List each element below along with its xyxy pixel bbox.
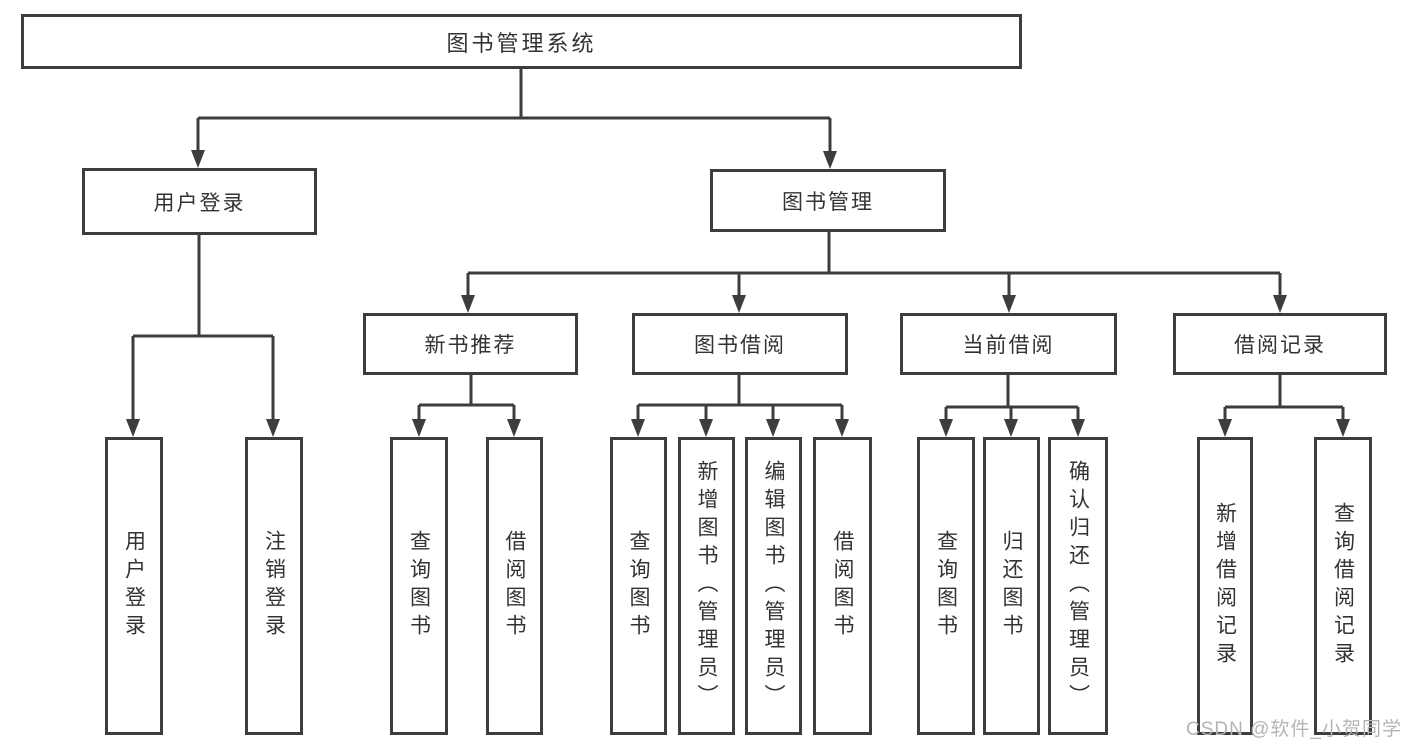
node-borrow-record: 借阅记录 xyxy=(1173,313,1387,375)
node-book-mgmt: 图书管理 xyxy=(710,169,946,232)
connector-current-borrow-to-children xyxy=(939,375,1085,437)
node-label: 新增图书（管理员） xyxy=(695,460,718,712)
node-label: 确认归还（管理员） xyxy=(1066,460,1090,712)
connector-new-book-to-children xyxy=(412,375,521,437)
node-current-borrow-child-1: 归还图书 xyxy=(983,437,1040,735)
arrowhead xyxy=(699,419,713,437)
arrowhead xyxy=(461,295,475,313)
node-book-borrow-child-0: 查询图书 xyxy=(610,437,667,735)
node-label: 借阅图书 xyxy=(503,530,526,642)
connector-book-mgmt-to-level3 xyxy=(461,232,1287,313)
arrowhead xyxy=(1002,295,1016,313)
node-borrow-record-child-0: 新增借阅记录 xyxy=(1197,437,1253,735)
watermark: CSDN @软件_小贺同学 xyxy=(1186,719,1402,740)
node-current-borrow-label: 当前借阅 xyxy=(962,334,1055,357)
node-new-book-label: 新书推荐 xyxy=(424,334,517,357)
node-root-label: 图书管理系统 xyxy=(446,30,597,56)
arrowhead xyxy=(939,419,953,437)
node-user-login-child-1: 注销登录 xyxy=(245,437,303,735)
node-new-book-child-1: 借阅图书 xyxy=(486,437,543,735)
connector-root-to-level2 xyxy=(191,69,837,169)
node-book-borrow-label: 图书借阅 xyxy=(694,334,786,357)
node-current-borrow: 当前借阅 xyxy=(900,313,1117,375)
node-user-login-child-0: 用户登录 xyxy=(105,437,163,735)
node-label: 查询图书 xyxy=(407,530,431,642)
node-label: 用户登录 xyxy=(122,530,146,642)
node-label: 归还图书 xyxy=(1000,530,1023,642)
arrowhead xyxy=(1071,419,1085,437)
arrowhead xyxy=(507,419,521,437)
node-user-login: 用户登录 xyxy=(82,168,317,235)
connector-user-login-to-children xyxy=(126,235,280,437)
arrowhead xyxy=(266,419,280,437)
node-label: 注销登录 xyxy=(262,530,286,642)
node-current-borrow-child-0: 查询图书 xyxy=(917,437,975,735)
node-user-login-label: 用户登录 xyxy=(153,191,246,215)
node-label: 新增借阅记录 xyxy=(1213,502,1237,670)
arrowhead xyxy=(835,419,849,437)
arrowhead xyxy=(1004,419,1018,437)
connector-borrow-record-to-children xyxy=(1218,375,1350,437)
arrowhead xyxy=(412,419,426,437)
node-book-mgmt-label: 图书管理 xyxy=(782,190,874,214)
arrowhead xyxy=(732,295,746,313)
node-new-book-child-0: 查询图书 xyxy=(390,437,448,735)
node-book-borrow-child-1: 新增图书（管理员） xyxy=(678,437,735,735)
arrowhead xyxy=(1273,295,1287,313)
node-label: 查询借阅记录 xyxy=(1331,502,1355,670)
node-label: 查询图书 xyxy=(934,530,958,642)
node-borrow-record-label: 借阅记录 xyxy=(1234,334,1326,357)
node-label: 查询图书 xyxy=(627,530,650,642)
node-current-borrow-child-2: 确认归还（管理员） xyxy=(1048,437,1108,735)
arrowhead xyxy=(191,150,205,168)
arrowhead xyxy=(766,419,780,437)
arrowhead xyxy=(1218,419,1232,437)
node-book-borrow-child-2: 编辑图书（管理员） xyxy=(745,437,802,735)
node-label: 编辑图书（管理员） xyxy=(762,460,785,712)
arrowhead xyxy=(631,419,645,437)
node-label: 借阅图书 xyxy=(831,530,854,642)
arrowhead xyxy=(126,419,140,437)
node-root: 图书管理系统 xyxy=(21,14,1022,69)
connector-book-borrow-to-children xyxy=(631,375,849,437)
arrowhead xyxy=(1336,419,1350,437)
node-new-book: 新书推荐 xyxy=(363,313,578,375)
arrowhead xyxy=(823,151,837,169)
node-book-borrow: 图书借阅 xyxy=(632,313,848,375)
node-borrow-record-child-1: 查询借阅记录 xyxy=(1314,437,1372,735)
node-book-borrow-child-3: 借阅图书 xyxy=(813,437,872,735)
